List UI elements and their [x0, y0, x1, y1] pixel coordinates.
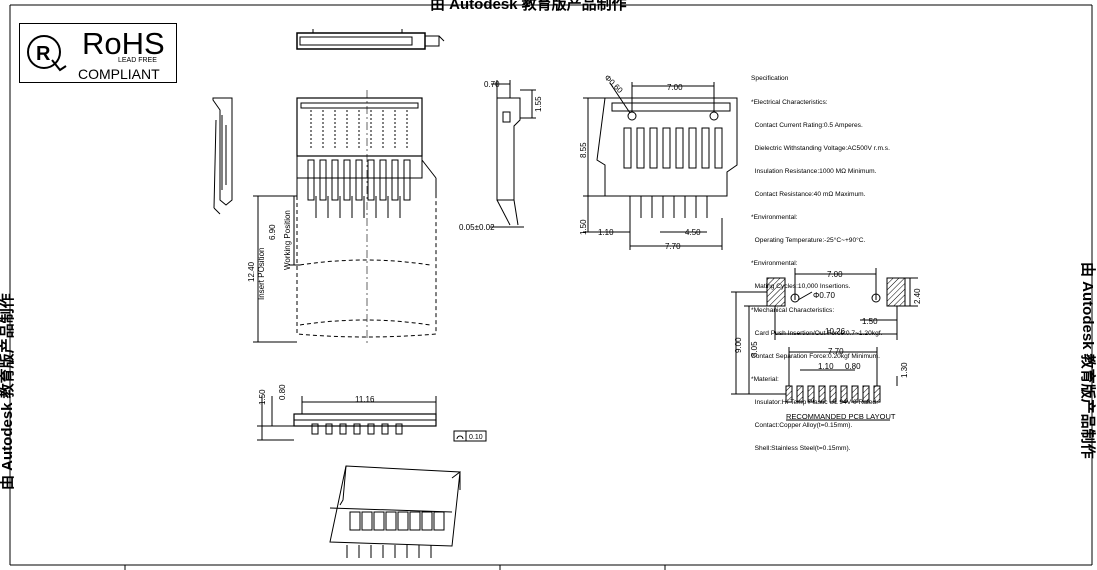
dim-working: 6.90: [268, 224, 277, 240]
rohs-lead-free: LEAD FREE: [118, 57, 157, 64]
dim-005: 0.05±0.02: [459, 223, 495, 232]
dim-1116: 11.16: [355, 395, 375, 404]
rohs-title: RoHS: [82, 26, 165, 61]
top-strip-view: [296, 29, 445, 50]
dim-450: 4.50: [685, 228, 701, 237]
dim-110a: 1.10: [598, 228, 614, 237]
dim-working-label: Working Position: [283, 210, 292, 270]
dim-phi070: Φ0.70: [813, 291, 836, 300]
dim-080: 0.80: [278, 384, 287, 400]
dim-insert-label: Insert POsition: [257, 248, 266, 300]
dim-080b: 0.80: [845, 362, 861, 371]
spec-line: Mating Cycles:10,000 Insertions.: [751, 283, 851, 291]
spec-line: *Mechanical Characteristics:: [751, 306, 835, 314]
specification-block: Specification *Electrical Characteristic…: [751, 60, 890, 461]
dim-900: 9.00: [734, 337, 743, 353]
dim-110b: 1.10: [818, 362, 834, 371]
spec-line: Insulation Resistance:1000 MΩ Minimum.: [751, 167, 877, 175]
rear-view: [583, 82, 738, 250]
dim-700b: 7.00: [827, 270, 843, 279]
spec-line: Contact:Copper Alloy(t=0.15mm).: [751, 422, 853, 430]
spec-line: Specification: [751, 75, 789, 83]
dim-805: 8.05: [750, 341, 759, 357]
spec-line: Dielectric Withstanding Voltage:AC500V r…: [751, 144, 890, 152]
dim-070: 0.70: [484, 80, 500, 89]
spec-line: Contact Resistance:40 mΩ Maximum.: [751, 190, 866, 198]
dim-240: 2.40: [913, 288, 922, 304]
dim-150c: 1.50: [862, 317, 878, 326]
dim-770b: 7.70: [828, 347, 844, 356]
section-view: [257, 396, 487, 442]
dim-1026: 10.26: [825, 327, 846, 336]
spec-line: *Material:: [751, 375, 779, 383]
spec-line: Contact Separation Force:0.20kgf Minimum…: [751, 352, 881, 360]
dim-phi060: Φ0.60: [603, 73, 625, 95]
rohs-logo: R RoHS LEAD FREE COMPLIANT: [19, 23, 177, 83]
pcb-layout-label: RECOMMANDED PCB LAYOUT: [786, 412, 896, 421]
dim-130: 1.30: [900, 362, 909, 378]
dim-700a: 7.00: [667, 83, 683, 92]
spec-line: Contact Current Rating:0.5 Amperes.: [751, 121, 863, 129]
svg-text:R: R: [36, 43, 51, 65]
dim-150b: 1.50: [258, 389, 267, 405]
dim-insert: 12.40: [247, 261, 256, 282]
watermark-top: 由 Autodesk 教育版产品制作: [430, 0, 627, 13]
spec-line: *Environmental:: [751, 260, 798, 268]
dim-855: 8.55: [579, 142, 588, 158]
side-profile-view: [490, 80, 536, 228]
spec-line: Card Push Insertion/Out Force:0.7~1.20kg…: [751, 329, 883, 337]
front-view: [253, 90, 437, 345]
pcb-layout: [731, 268, 918, 421]
spec-line: Operating Temperature:-25°C~+90°C.: [751, 237, 866, 245]
dim-150a: 1.50: [579, 219, 588, 235]
spec-line: *Environmental:: [751, 214, 798, 222]
dim-155: 1.55: [534, 96, 543, 112]
spec-line: *Electrical Characteristics:: [751, 98, 828, 106]
isometric-view: [329, 465, 461, 558]
left-side-view: [212, 97, 233, 215]
dim-010: 0.10: [469, 434, 483, 441]
dim-770a: 7.70: [665, 242, 681, 251]
spec-line: Insulator:Hi-Temp Plastic UL 94V-0 Rated…: [751, 398, 878, 406]
spec-line: Shell:Stainless Steel(t=0.15mm).: [751, 445, 851, 453]
rohs-emblem-icon: R: [27, 35, 67, 72]
rohs-compliant: COMPLIANT: [78, 66, 160, 82]
